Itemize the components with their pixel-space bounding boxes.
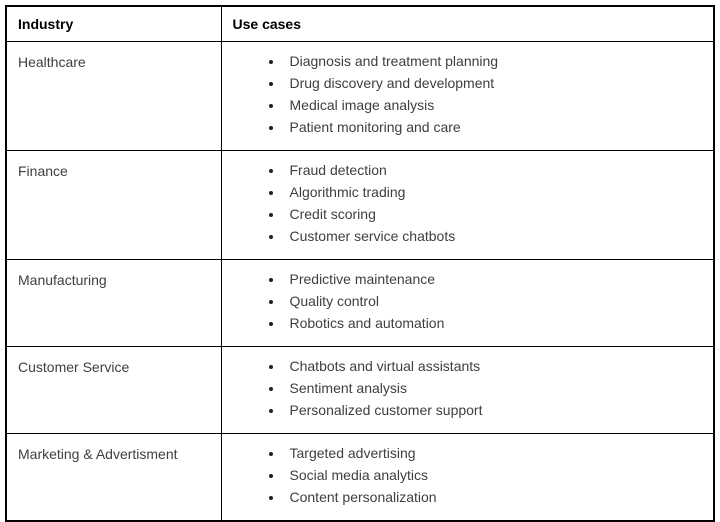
use-case-item: Personalized customer support [284, 399, 704, 421]
header-row: Industry Use cases [5, 5, 715, 42]
industry-cell: Manufacturing [5, 259, 222, 347]
table-row: HealthcareDiagnosis and treatment planni… [5, 41, 715, 151]
use-case-item: Algorithmic trading [284, 181, 704, 203]
table-row: ManufacturingPredictive maintenanceQuali… [5, 259, 715, 347]
use-cases-cell: Fraud detectionAlgorithmic tradingCredit… [220, 150, 715, 260]
table-row: FinanceFraud detectionAlgorithmic tradin… [5, 150, 715, 260]
use-cases-cell: Targeted advertisingSocial media analyti… [220, 433, 715, 522]
use-case-item: Diagnosis and treatment planning [284, 50, 704, 72]
table-row: Marketing & AdvertismentTargeted adverti… [5, 433, 715, 522]
use-case-item: Sentiment analysis [284, 377, 704, 399]
use-case-item: Customer service chatbots [284, 225, 704, 247]
use-case-item: Chatbots and virtual assistants [284, 355, 704, 377]
column-header-industry: Industry [5, 5, 222, 42]
use-case-item: Credit scoring [284, 203, 704, 225]
use-case-item: Social media analytics [284, 464, 704, 486]
table-header: Industry Use cases [5, 5, 715, 42]
use-cases-cell: Diagnosis and treatment planningDrug dis… [220, 41, 715, 151]
use-cases-list: Targeted advertisingSocial media analyti… [232, 442, 704, 508]
industry-cell: Finance [5, 150, 222, 260]
use-cases-cell: Predictive maintenanceQuality controlRob… [220, 259, 715, 347]
table-body: HealthcareDiagnosis and treatment planni… [5, 41, 715, 522]
table-row: Customer ServiceChatbots and virtual ass… [5, 346, 715, 434]
use-cases-list: Diagnosis and treatment planningDrug dis… [232, 50, 704, 138]
use-case-item: Fraud detection [284, 159, 704, 181]
industry-cell: Customer Service [5, 346, 222, 434]
use-cases-list: Fraud detectionAlgorithmic tradingCredit… [232, 159, 704, 247]
use-cases-list: Chatbots and virtual assistantsSentiment… [232, 355, 704, 421]
use-case-item: Patient monitoring and care [284, 116, 704, 138]
use-case-item: Medical image analysis [284, 94, 704, 116]
use-cases-cell: Chatbots and virtual assistantsSentiment… [220, 346, 715, 434]
use-cases-list: Predictive maintenanceQuality controlRob… [232, 268, 704, 334]
use-case-item: Quality control [284, 290, 704, 312]
use-case-item: Robotics and automation [284, 312, 704, 334]
use-case-item: Content personalization [284, 486, 704, 508]
industry-cell: Marketing & Advertisment [5, 433, 222, 522]
use-case-item: Predictive maintenance [284, 268, 704, 290]
use-case-item: Drug discovery and development [284, 72, 704, 94]
column-header-use-cases: Use cases [220, 5, 715, 42]
industry-cell: Healthcare [5, 41, 222, 151]
use-case-item: Targeted advertising [284, 442, 704, 464]
industry-use-cases-table: Industry Use cases HealthcareDiagnosis a… [5, 5, 715, 522]
